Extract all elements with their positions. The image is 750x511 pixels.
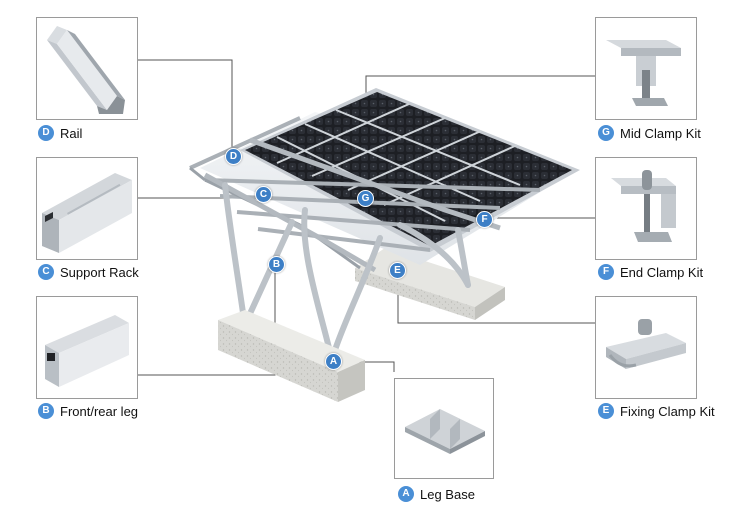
- leader-line-d: [138, 59, 233, 150]
- marker-b: B: [268, 256, 285, 273]
- badge-e: E: [598, 403, 614, 419]
- badge-d: D: [38, 125, 54, 141]
- fixing-clamp-thumbnail: [595, 296, 697, 399]
- caption-leg-text: Front/rear leg: [60, 403, 139, 419]
- badge-b: B: [38, 403, 54, 419]
- support-rack-thumbnail: [36, 157, 138, 260]
- support-rack-image: [42, 173, 132, 253]
- marker-e: E: [389, 262, 406, 279]
- badge-c: C: [38, 264, 54, 280]
- badge-g: G: [598, 125, 614, 141]
- leg-base-image: [405, 409, 485, 454]
- leg-image: [45, 315, 129, 387]
- leg-thumbnail: [36, 296, 138, 399]
- badge-a: A: [398, 486, 414, 502]
- caption-leg-base-text: Leg Base: [420, 486, 475, 502]
- rail-thumbnail: [36, 17, 138, 120]
- marker-g: G: [357, 190, 374, 207]
- marker-f: F: [476, 211, 493, 228]
- mid-clamp-thumbnail: [595, 17, 697, 120]
- caption-end-clamp: F End Clamp Kit: [598, 264, 703, 280]
- leader-line-b: [138, 268, 276, 376]
- caption-mid-clamp: G Mid Clamp Kit: [598, 125, 701, 141]
- caption-rail: D Rail: [38, 125, 82, 141]
- fixing-clamp-image: [606, 319, 686, 369]
- caption-support-rack-text: Support Rack: [60, 264, 139, 280]
- end-clamp-image: [611, 170, 676, 242]
- caption-support-rack: C Support Rack: [38, 264, 139, 280]
- leader-line-g: [365, 75, 595, 95]
- caption-leg-base: A Leg Base: [398, 486, 475, 502]
- caption-leg: B Front/rear leg: [38, 403, 138, 419]
- leg-base-thumbnail: [394, 378, 494, 479]
- end-clamp-thumbnail: [595, 157, 697, 260]
- caption-end-clamp-text: End Clamp Kit: [620, 264, 704, 280]
- rail-image: [47, 26, 125, 114]
- caption-mid-clamp-text: Mid Clamp Kit: [620, 125, 701, 141]
- marker-d: D: [225, 148, 242, 165]
- caption-fixing-clamp: E Fixing Clamp Kit: [598, 403, 715, 419]
- marker-a: A: [325, 353, 342, 370]
- caption-fixing-clamp-text: Fixing Clamp Kit: [620, 403, 715, 419]
- marker-c: C: [255, 186, 272, 203]
- badge-f: F: [598, 264, 614, 280]
- caption-rail-text: Rail: [60, 125, 83, 141]
- mid-clamp-image: [606, 40, 681, 106]
